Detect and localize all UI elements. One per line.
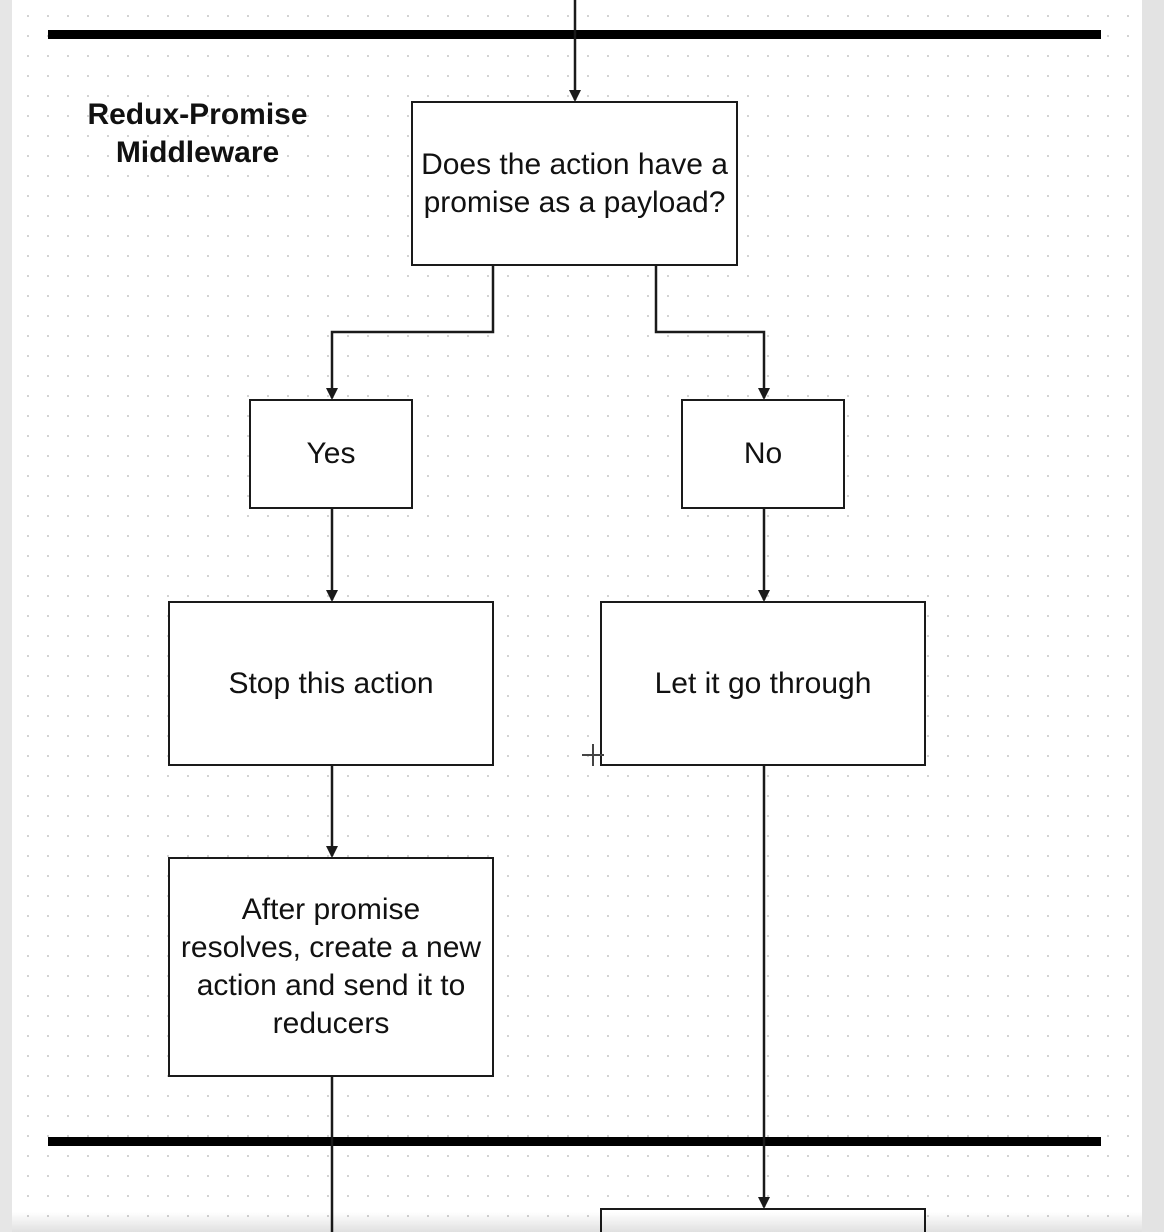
node-no[interactable]: No [681,399,845,509]
node-yes-label: Yes [306,437,356,470]
node-no-label: No [743,437,783,470]
node-yes[interactable]: Yes [249,399,413,509]
connector-question-to-yes[interactable] [326,265,495,400]
right-scrollbar-track[interactable] [1142,0,1164,1232]
node-after-resolve[interactable]: After promise resolves, create a new act… [168,857,494,1077]
node-stop[interactable]: Stop this action [168,601,494,766]
left-gutter [0,0,12,1232]
node-question-label: Does the action have a promise as a payl… [421,147,728,219]
node-let-through-label: Let it go through [654,666,872,700]
next-node-partial[interactable] [600,1208,926,1232]
crosshair-cursor-icon [582,744,604,766]
node-after-resolve-label: After promise resolves, create a new act… [180,893,482,1040]
node-question[interactable]: Does the action have a promise as a payl… [411,101,738,266]
lane-divider-bottom [48,1137,1101,1146]
connector-question-to-no[interactable] [654,265,770,400]
section-title: Redux-Promise Middleware [87,98,308,169]
node-let-through[interactable]: Let it go through [600,601,926,766]
bottom-edge-shadow [12,1212,1142,1232]
node-stop-label: Stop this action [228,666,434,700]
